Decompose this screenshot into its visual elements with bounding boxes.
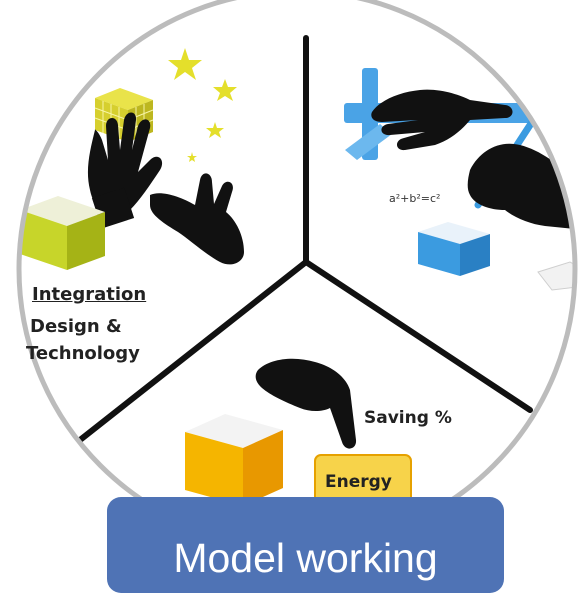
segment-title-integration: Integration: [32, 284, 147, 305]
lime-cube-icon: [20, 196, 105, 270]
saving-label: Saving %: [364, 408, 452, 428]
model-working-label: Model working: [173, 535, 438, 581]
segment-label-technology: Technology: [26, 343, 140, 364]
hand-icon-open: [150, 173, 244, 265]
hand-icon-pointing: [255, 358, 357, 449]
gold-cube-icon: [185, 414, 283, 506]
hand-icon-ruler: [371, 89, 513, 151]
segment-dividers: [77, 35, 533, 443]
segment-label-design: Design &: [30, 316, 122, 337]
energy-card-label: Energy: [325, 472, 392, 492]
model-working-banner: [107, 497, 504, 593]
star-icons: [168, 48, 237, 162]
formula-label: a²+b²=c²: [389, 192, 441, 205]
blue-cube-icon: [418, 222, 490, 276]
